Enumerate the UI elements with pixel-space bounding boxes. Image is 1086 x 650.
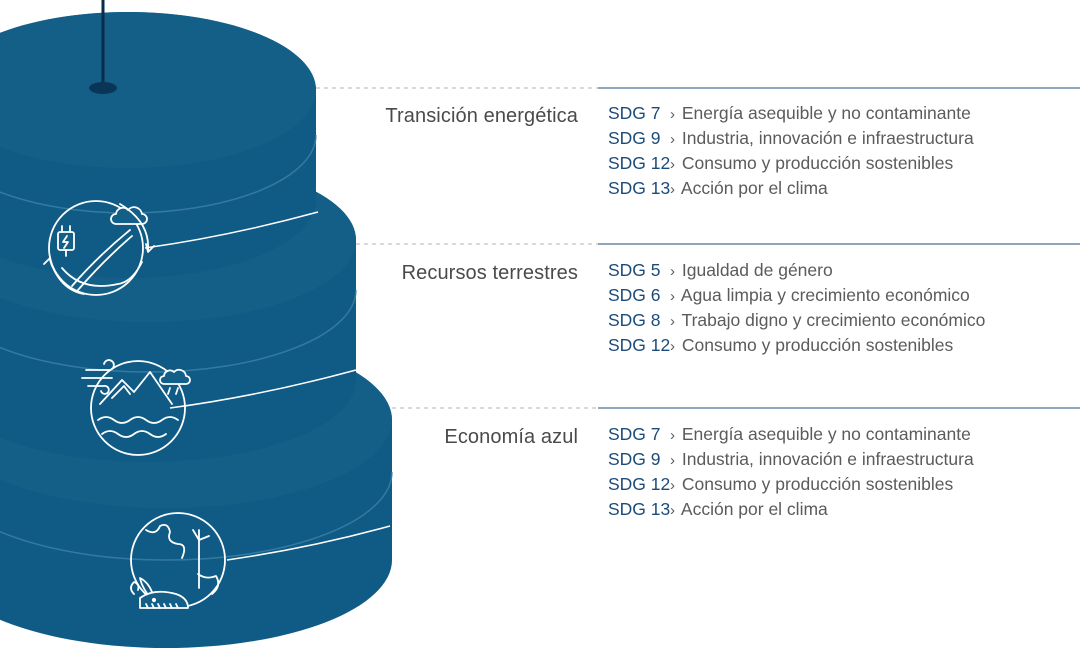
sdg-row: SDG 9 › Industria, innovación e infraestr… [608,447,1078,472]
chevron-right-icon: › [670,263,675,280]
sdg-row: SDG 7 › Energía asequible y no contaminan… [608,101,1078,126]
sdg-description: Trabajo digno y crecimiento económico [681,310,986,330]
blue-economy-icon [130,512,226,609]
sdg-row: SDG 9 › Industria, innovación e infraestr… [608,126,1078,151]
sdg-code: SDG 13 [608,178,671,198]
dashed-leader-lines [316,87,598,409]
chevron-right-icon: › [670,477,675,494]
sdg-code: SDG 12 [608,474,671,494]
sdg-code: SDG 9 [608,449,661,469]
terrestrial-resources-icon [81,359,191,456]
sdg-description: Consumo y producción sostenibles [681,153,954,173]
tier-label-terrestrial-resources: Recursos terrestres [401,262,578,284]
chevron-right-icon: › [670,502,675,519]
sdg-description: Acción por el clima [680,499,828,519]
sdg-description: Acción por el clima [680,178,828,198]
sdg-code: SDG 5 [608,260,661,280]
sdg-description: Agua limpia y crecimiento económico [680,285,970,305]
chevron-right-icon: › [670,313,675,330]
sdg-code: SDG 6 [608,285,661,305]
sdg-list-blue-economy: SDG 7 › Energía asequible y no contaminan… [608,422,1078,522]
sdg-row: SDG 12› Consumo y producción sostenibles [608,333,1078,358]
energy-transition-icon [43,200,155,296]
spindle [89,0,117,94]
chevron-right-icon: › [670,106,675,123]
section-rule-lines [598,87,1080,409]
chevron-right-icon: › [670,131,675,148]
tier-label-energy-transition: Transición energética [385,105,578,127]
sdg-code: SDG 7 [608,424,661,444]
sdg-row: SDG 6 › Agua limpia y crecimiento económi… [608,283,1078,308]
chevron-right-icon: › [670,452,675,469]
sdg-list-energy-transition: SDG 7 › Energía asequible y no contaminan… [608,101,1078,201]
sdg-description: Energía asequible y no contaminante [681,103,971,123]
sdg-list-terrestrial-resources: SDG 5 › Igualdad de género SDG 6 › Agua li… [608,258,1078,358]
sdg-description: Industria, innovación e infraestructura [681,128,974,148]
cylinder-tier-energy-transition [0,12,317,278]
sdg-row: SDG 5 › Igualdad de género [608,258,1078,283]
sdg-description: Consumo y producción sostenibles [681,335,954,355]
chevron-right-icon: › [670,338,675,355]
icon-connector-lines [144,211,391,561]
sdg-code: SDG 12 [608,153,671,173]
sdg-code: SDG 8 [608,310,661,330]
sdg-code: SDG 7 [608,103,661,123]
sdg-code: SDG 9 [608,128,661,148]
sdg-row: SDG 8 › Trabajo digno y crecimiento econó… [608,308,1078,333]
sdg-code: SDG 13 [608,499,671,519]
chevron-right-icon: › [670,427,675,444]
sdg-code: SDG 12 [608,335,671,355]
chevron-right-icon: › [670,156,675,173]
chevron-right-icon: › [670,288,675,305]
sdg-row: SDG 13› Acción por el clima [608,497,1078,522]
sdg-description: Consumo y producción sostenibles [681,474,954,494]
sdg-description: Igualdad de género [681,260,833,280]
sdg-description: Energía asequible y no contaminante [681,424,971,444]
tier-label-blue-economy: Economía azul [444,426,578,448]
sdg-row: SDG 12› Consumo y producción sostenibles [608,151,1078,176]
chevron-right-icon: › [670,181,675,198]
sdg-row: SDG 7 › Energía asequible y no contaminan… [608,422,1078,447]
sdg-row: SDG 12› Consumo y producción sostenibles [608,472,1078,497]
sdg-row: SDG 13› Acción por el clima [608,176,1078,201]
sdg-description: Industria, innovación e infraestructura [681,449,974,469]
